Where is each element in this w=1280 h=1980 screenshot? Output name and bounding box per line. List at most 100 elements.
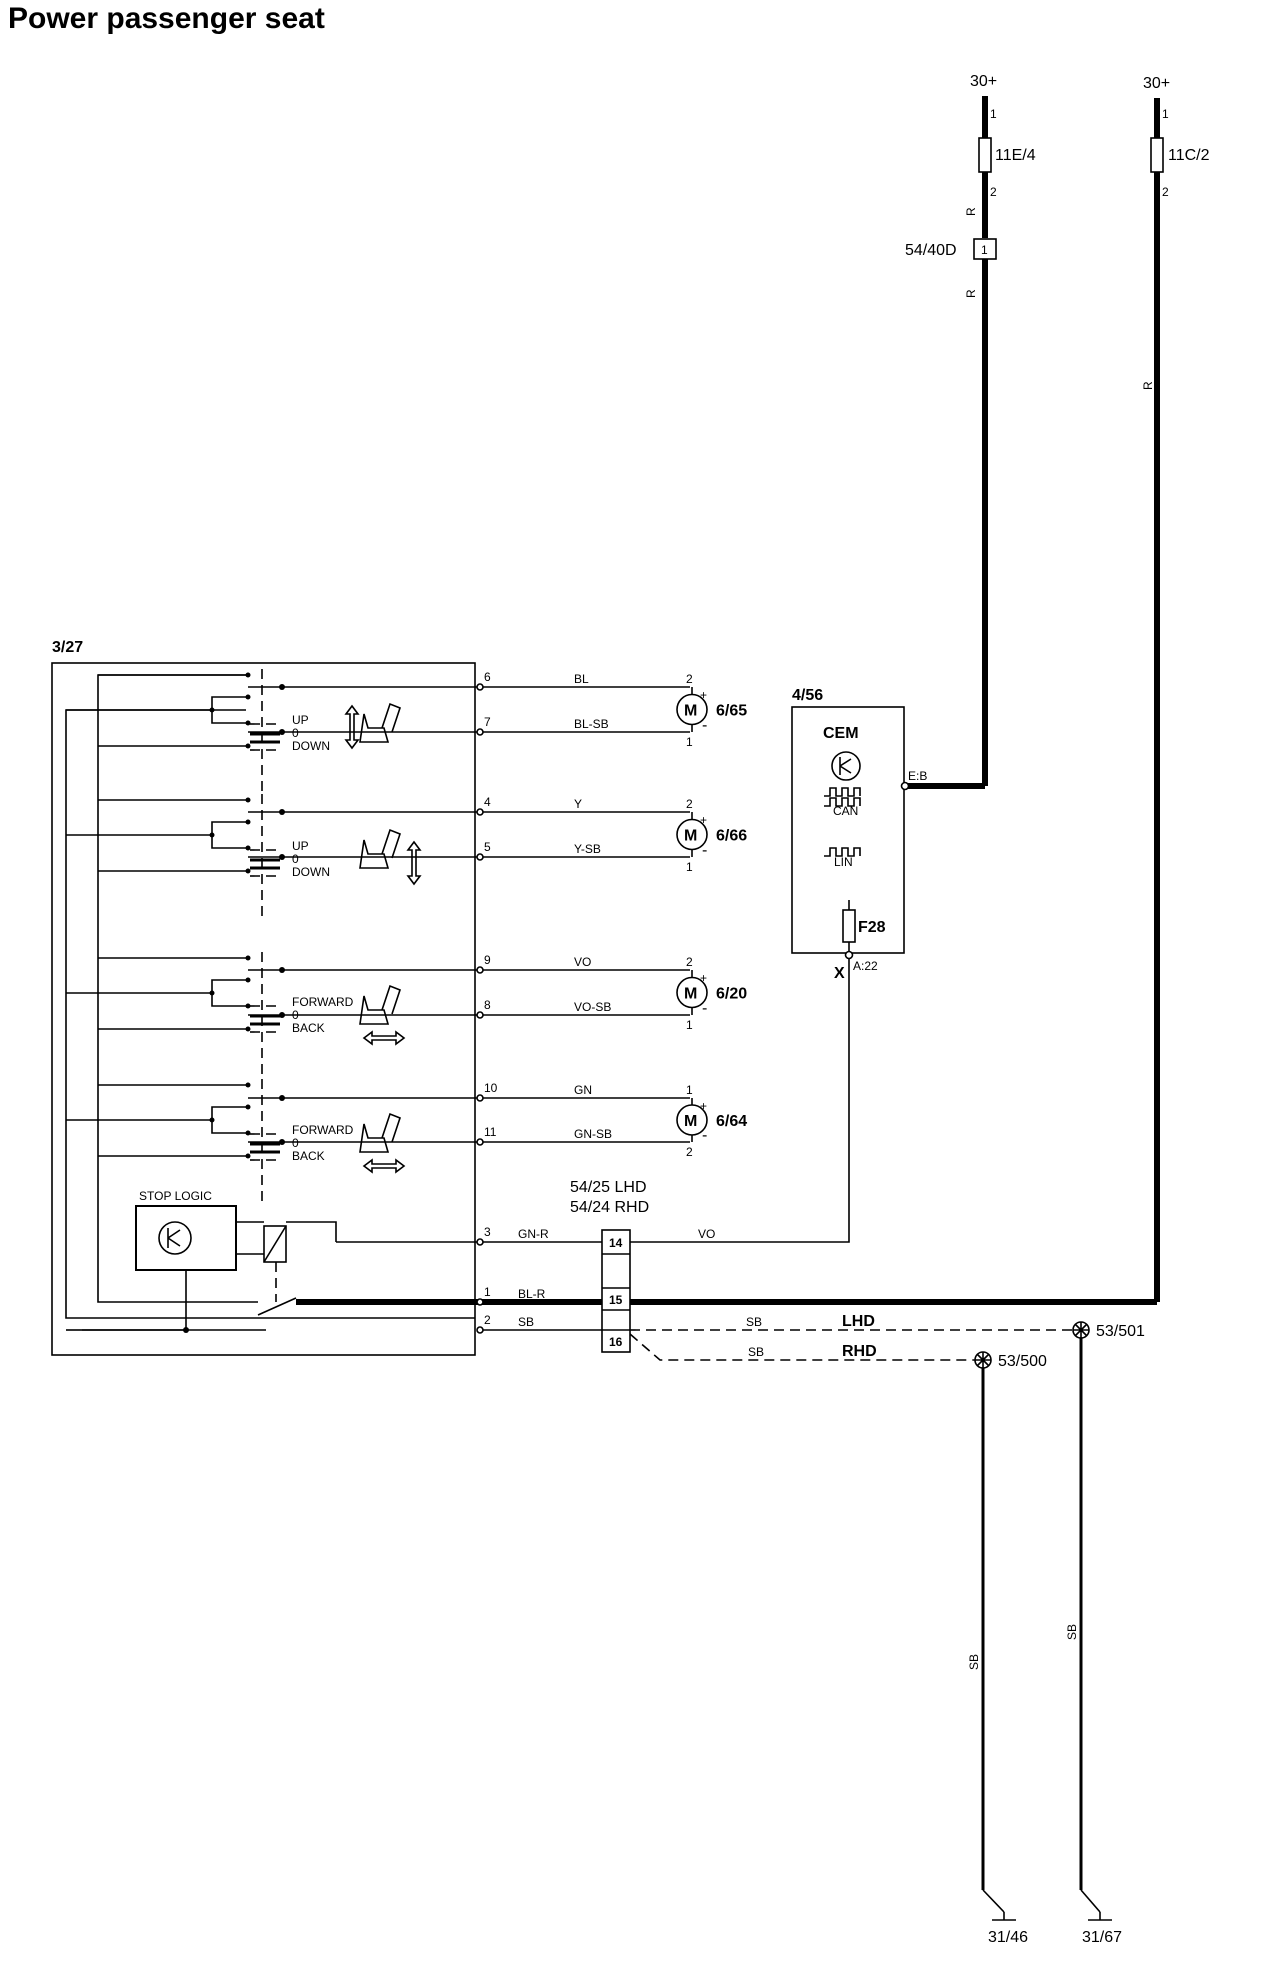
switch-1-pos1: UP: [292, 713, 309, 727]
ground-wire-sb-1: SB: [1065, 1624, 1079, 1640]
svg-text:+: +: [700, 813, 707, 827]
wire-color-r-1: R: [964, 207, 978, 216]
connector-54-40d-pin: 1: [981, 243, 988, 257]
ground-sb-lhd: SB: [746, 1315, 762, 1329]
supply-left: 30+ 1 2 11E/4 R 1 54/40D R: [905, 73, 1036, 789]
seat-icon-4: [359, 1112, 401, 1153]
cem-pin-a22: A:22: [853, 959, 878, 973]
switch-2-pos1: UP: [292, 839, 309, 853]
motor-label: 6/66: [716, 828, 747, 845]
splice-53-501: 53/501: [1096, 1323, 1145, 1340]
svg-text:+: +: [700, 688, 707, 702]
fuse-11c2: [1150, 137, 1164, 173]
splice-53-500: 53/500: [998, 1353, 1047, 1370]
module-pin-9: 9: [484, 953, 491, 967]
arrow-horizontal-icon: [362, 1030, 406, 1046]
motor-6-64: M+-6/64: [676, 1099, 747, 1144]
wire-gn-r: 3 GN-R: [476, 1225, 602, 1246]
svg-text:-: -: [702, 1127, 707, 1144]
splice-lhd: 54/25 LHD: [570, 1179, 647, 1196]
svg-text:M: M: [684, 828, 697, 845]
svg-text:SB: SB: [518, 1315, 534, 1329]
lin-bus-icon: [824, 847, 861, 857]
svg-text:+: +: [700, 971, 707, 985]
ground-section: SB LHD SB RHD 53/501 SB 31/67 53/500 SB …: [629, 1313, 1145, 1946]
wire-color-vo-sb: VO-SB: [574, 1000, 611, 1014]
ground-31-46: 31/46: [988, 1929, 1028, 1946]
wire-color-vo: VO: [574, 955, 591, 969]
splice-rhd: 54/24 RHD: [570, 1199, 649, 1216]
supply-right-terminal: 30+: [1143, 75, 1170, 92]
seat-icon-3: [359, 984, 401, 1025]
cem-can-label: CAN: [833, 804, 858, 818]
cem-pin-eb: E:B: [908, 769, 927, 783]
module-pin-5: 5: [484, 840, 491, 854]
module-id: 3/27: [52, 639, 83, 656]
module-pin-4: 4: [484, 795, 491, 809]
motor-label: 6/20: [716, 986, 747, 1003]
svg-text:3: 3: [484, 1225, 491, 1239]
arrow-vertical-icon: [344, 704, 360, 750]
seat-control-module: 3/27 STOP LOGIC: [51, 639, 480, 1356]
transistor-icon: [158, 1221, 192, 1255]
wire-color-r-3: R: [1141, 381, 1155, 390]
wire-color-y-sb: Y-SB: [574, 842, 601, 856]
motor-6-20: M+-6/20: [676, 971, 747, 1017]
cem-id: 4/56: [792, 687, 823, 704]
svg-text:M: M: [684, 1113, 697, 1130]
motor-1-pin-2: 1: [686, 735, 693, 749]
module-pin-11: 11: [484, 1125, 497, 1139]
wire-color-y: Y: [574, 797, 582, 811]
svg-text:-: -: [702, 842, 707, 859]
svg-text:-: -: [702, 1000, 707, 1017]
wire-color-r-2: R: [964, 289, 978, 298]
fuse-11e4-pin-top: 1: [990, 107, 997, 121]
ground-31-67: 31/67: [1082, 1929, 1122, 1946]
connector-splice: 54/25 LHD 54/24 RHD 14 15 16 VO: [570, 1179, 715, 1353]
seat-icon-2: [359, 828, 401, 869]
switch-1-pos0: 0: [292, 726, 299, 740]
motor-2-pin-1: 2: [686, 797, 693, 811]
fuse-11c2-label: 11C/2: [1168, 147, 1210, 164]
fuse-11e4: [978, 137, 992, 173]
can-bus-icon: [824, 787, 861, 807]
ground-rhd-label: RHD: [842, 1343, 877, 1360]
module-pin-6: 6: [484, 670, 491, 684]
motor-label: 6/64: [716, 1113, 747, 1130]
svg-text:GN-R: GN-R: [518, 1227, 549, 1241]
switch-2-pos0: 0: [292, 852, 299, 866]
wire-color-bl: BL: [574, 672, 589, 686]
supply-right: 30+ 1 2 11C/2 R: [296, 75, 1210, 1305]
motor-4-pin-2: 2: [686, 1145, 693, 1159]
wire-color-bl-sb: BL-SB: [574, 717, 609, 731]
module-pin-8: 8: [484, 998, 491, 1012]
wire-color-gn: GN: [574, 1083, 592, 1097]
switch-4-pos0: 0: [292, 1136, 299, 1150]
module-pin-10: 10: [484, 1081, 498, 1095]
arrow-vertical-icon: [406, 840, 422, 886]
fuse-11c2-pin-top: 1: [1162, 107, 1169, 121]
splice-pin-14: 14: [609, 1236, 623, 1250]
ground-lhd-label: LHD: [842, 1313, 875, 1330]
switch-1-pos2: DOWN: [292, 739, 330, 753]
motor-4-pin-1: 1: [686, 1083, 693, 1097]
fuse-11c2-pin-bottom: 2: [1162, 185, 1169, 199]
splice-pin-15: 15: [609, 1293, 623, 1307]
supply-left-terminal: 30+: [970, 73, 997, 90]
page-title: Power passenger seat: [8, 2, 325, 35]
svg-text:1: 1: [484, 1285, 491, 1299]
splice-vo-label: VO: [698, 1227, 715, 1241]
motor-1-pin-1: 2: [686, 672, 693, 686]
motor-3-pin-2: 1: [686, 1018, 693, 1032]
fuse-f28: [842, 909, 856, 943]
fuse-11e4-label: 11E/4: [995, 147, 1036, 164]
relay-contact-icon: [257, 1297, 297, 1316]
